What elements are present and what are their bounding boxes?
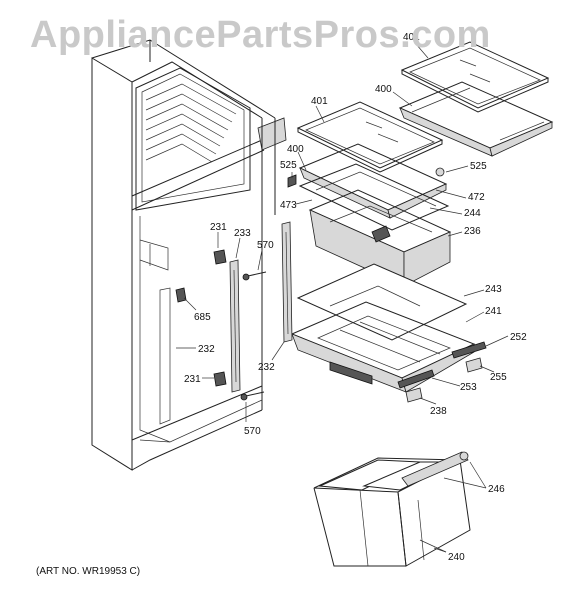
crisper-drawers (313, 451, 471, 567)
callout-570-bottom: 570 (244, 426, 261, 437)
callout-231-top: 231 (210, 222, 227, 233)
callout-525-right: 525 (470, 161, 487, 172)
shelf-rail-right (281, 221, 293, 343)
callout-240: 240 (448, 552, 465, 563)
callout-685: 685 (194, 312, 211, 323)
leader-lines (176, 43, 509, 553)
shelf-rail-left (229, 259, 241, 393)
callout-400-mid: 400 (287, 144, 304, 155)
callout-labels: 401 400 401 400 525 525 472 473 244 236 … (184, 32, 527, 563)
callout-252: 252 (510, 332, 527, 343)
callout-232-left: 232 (198, 344, 215, 355)
callout-246: 246 (488, 484, 505, 495)
callout-253: 253 (460, 382, 477, 393)
crisper-cover-glass (296, 263, 468, 341)
callout-401-top: 401 (403, 32, 420, 43)
callout-570-top: 570 (257, 240, 274, 251)
refrigerator-cabinet (91, 39, 287, 471)
callout-400-top: 400 (375, 84, 392, 95)
watermark-text: AppliancePartsPros.com (30, 14, 491, 56)
callout-236: 236 (464, 226, 481, 237)
art-number: (ART NO. WR19953 C) (36, 566, 141, 577)
callout-472: 472 (468, 192, 485, 203)
upper-shelf-frame (398, 81, 554, 157)
callout-232-mid: 232 (258, 362, 275, 373)
callout-231-bottom: 231 (184, 374, 201, 385)
callout-238: 238 (430, 406, 447, 417)
middle-glass-shelf (296, 101, 444, 173)
callout-525-left: 525 (280, 160, 297, 171)
callout-473: 473 (280, 200, 297, 211)
callout-401-mid: 401 (311, 96, 328, 107)
callout-244: 244 (464, 208, 481, 219)
small-hardware (175, 249, 487, 403)
callout-241: 241 (485, 306, 502, 317)
callout-255: 255 (490, 372, 507, 383)
callout-233: 233 (234, 228, 251, 239)
callout-243: 243 (485, 284, 502, 295)
middle-shelf-frame (287, 143, 448, 219)
